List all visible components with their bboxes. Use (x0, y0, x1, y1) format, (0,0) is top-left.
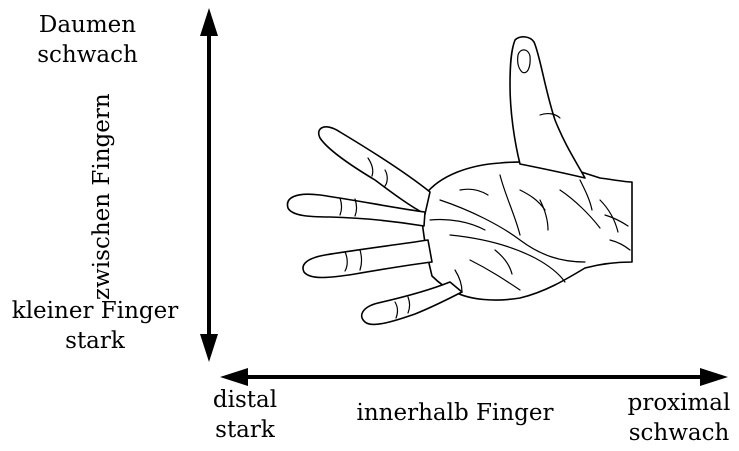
strong-label-left: stark (200, 415, 290, 445)
little-finger-label: kleiner Finger (0, 296, 190, 326)
vertical-axis-bottom-label: kleiner Finger stark (0, 296, 190, 356)
within-finger-label: innerhalb Finger (340, 398, 570, 428)
thumb-label: Daumen (0, 10, 175, 40)
weak-label-right: schwach (620, 418, 738, 448)
horizontal-axis-right-label: proximal schwach (620, 388, 738, 448)
between-fingers-label: zwischen Fingern (87, 100, 117, 300)
weak-label-top: schwach (0, 40, 175, 70)
horizontal-axis-left-label: distal stark (200, 385, 290, 445)
horizontal-axis-arrow (220, 368, 728, 386)
proximal-label: proximal (620, 388, 738, 418)
vertical-axis-top-label: Daumen schwach (0, 10, 175, 70)
strong-label-bottom: stark (0, 326, 190, 356)
distal-label: distal (200, 385, 290, 415)
vertical-axis-arrow (200, 8, 218, 362)
hand-illustration (287, 37, 632, 325)
